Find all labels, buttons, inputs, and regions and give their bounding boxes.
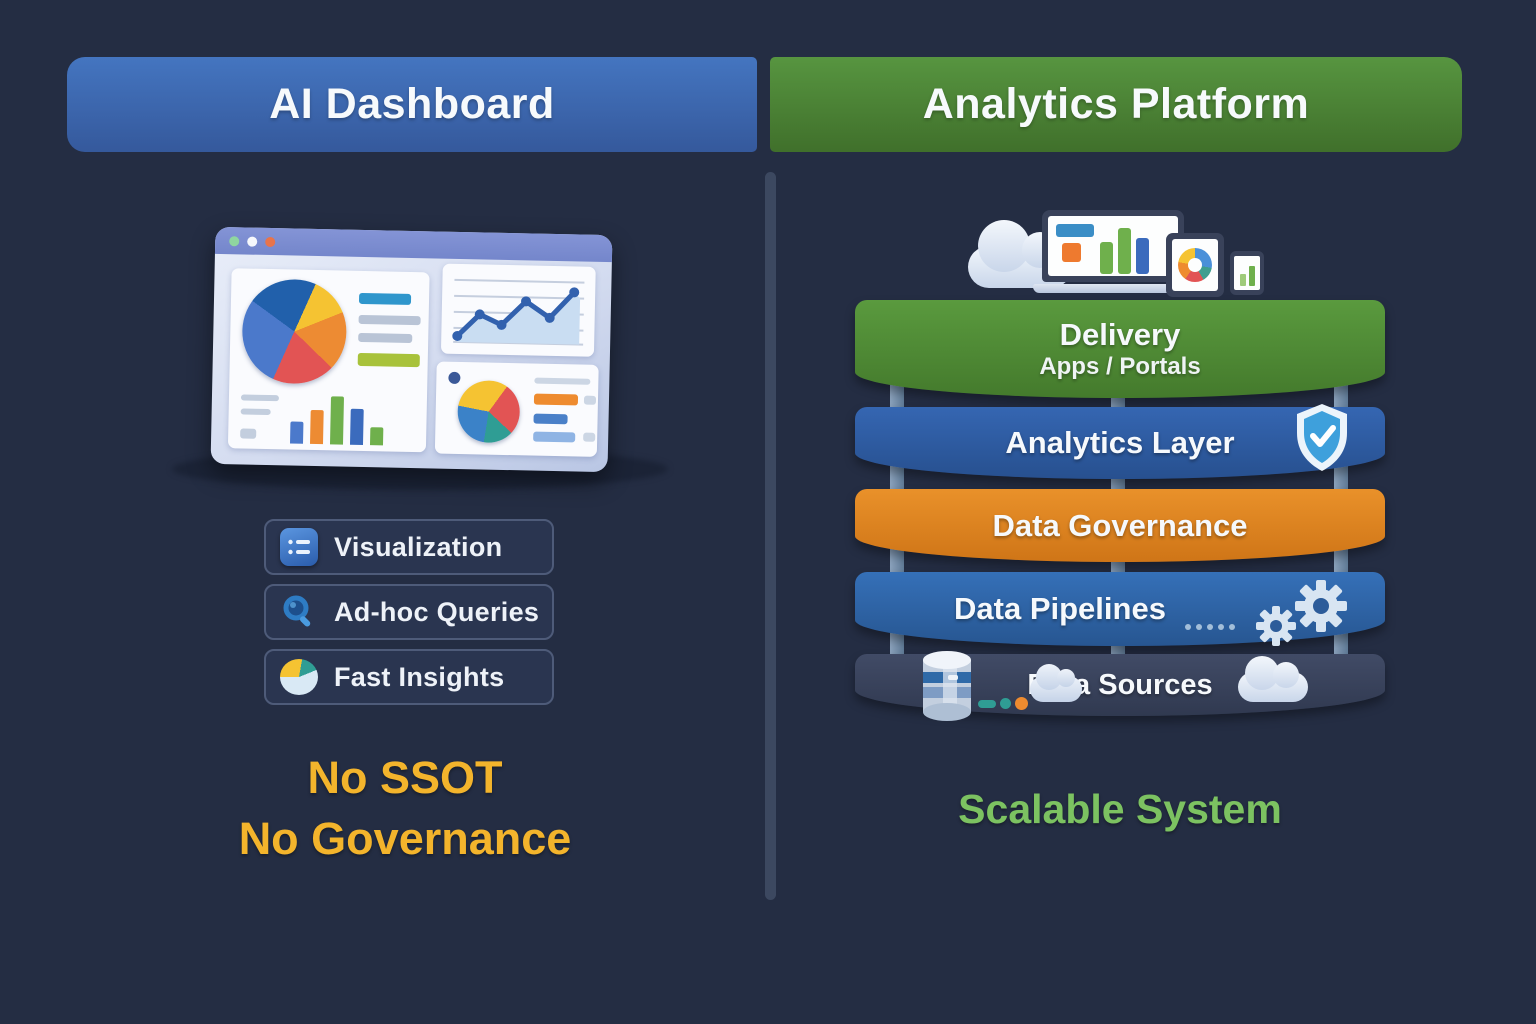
browser-titlebar <box>214 226 613 263</box>
text-chip <box>583 395 597 405</box>
feature-item-fast-insights: Fast Insights <box>264 649 554 705</box>
tablet-icon <box>1166 233 1224 297</box>
bar-chart-icon <box>290 393 419 446</box>
layer-analytics: Analytics Layer <box>855 404 1385 479</box>
list-chart-icon <box>280 528 318 566</box>
legend-line <box>358 292 412 305</box>
right-caption-text: Scalable System <box>850 786 1390 833</box>
bar <box>290 421 304 444</box>
feature-label: Visualization <box>334 531 503 562</box>
legend-line <box>358 314 421 326</box>
vertical-divider <box>765 172 776 900</box>
dashboard-panel-pie-bars <box>227 268 430 453</box>
feature-item-adhoc-queries: Ad-hoc Queries <box>264 584 554 640</box>
pie-icon <box>280 659 318 695</box>
donut-chart-icon <box>1178 248 1212 282</box>
window-dot-white <box>247 236 258 247</box>
right-panel-title: Analytics Platform <box>770 57 1462 152</box>
dashboard-illustration <box>210 226 613 473</box>
legend-line <box>358 332 413 344</box>
dashboard-panel-line-chart <box>440 263 596 357</box>
layer-subtitle: Apps / Portals <box>1039 353 1201 380</box>
layer-pipelines: Data Pipelines <box>855 572 1385 646</box>
shield-check-icon <box>1291 401 1353 480</box>
left-title-text: AI Dashboard <box>269 80 555 128</box>
feature-item-visualization: Visualization <box>264 519 554 575</box>
text-line <box>534 377 591 385</box>
left-panel-title: AI Dashboard <box>67 57 757 152</box>
right-title-text: Analytics Platform <box>922 80 1310 128</box>
database-icon <box>916 648 1082 724</box>
line-chart-icon <box>452 278 585 346</box>
window-dot-green <box>229 235 240 246</box>
layer-title: Analytics Layer <box>1005 425 1235 460</box>
text-line <box>240 394 280 402</box>
pipeline-dots <box>1185 624 1235 630</box>
text-line <box>533 393 579 406</box>
legend-line <box>357 352 420 368</box>
connector-dots <box>978 697 1028 710</box>
window-dot-orange <box>265 236 276 247</box>
text-line <box>240 428 257 439</box>
text-line <box>533 431 576 443</box>
bar <box>369 427 384 446</box>
small-cloud-icon <box>1030 664 1082 702</box>
bar <box>310 409 324 445</box>
left-warning-text: No SSOT No Governance <box>120 748 690 870</box>
layer-title: Data Governance <box>992 507 1248 543</box>
layer-title: Data Pipelines <box>954 591 1166 626</box>
bar <box>349 408 364 446</box>
bar <box>329 396 344 445</box>
search-icon <box>280 593 318 631</box>
caption-label: Scalable System <box>958 786 1282 832</box>
dashboard-panel-summary <box>434 361 599 457</box>
pie-chart-icon <box>241 278 348 385</box>
gears-icon <box>1249 574 1359 650</box>
feature-label: Ad-hoc Queries <box>334 596 540 627</box>
warning-line-2: No Governance <box>238 812 572 864</box>
laptop-chart <box>1048 216 1178 276</box>
warning-line-1: No SSOT <box>307 752 503 803</box>
layer-title: Delivery <box>1059 317 1181 352</box>
text-line <box>240 408 271 416</box>
layer-governance: Data Governance <box>855 489 1385 562</box>
laptop-icon <box>1033 210 1193 293</box>
phone-icon <box>1230 251 1264 295</box>
text-line <box>533 413 568 425</box>
bullet-dot <box>448 371 461 385</box>
small-pie-icon <box>457 379 521 444</box>
feature-label: Fast Insights <box>334 661 505 692</box>
text-chip <box>583 432 596 442</box>
layer-delivery: Delivery Apps / Portals <box>851 284 1389 398</box>
cloud-icon <box>1238 656 1308 702</box>
